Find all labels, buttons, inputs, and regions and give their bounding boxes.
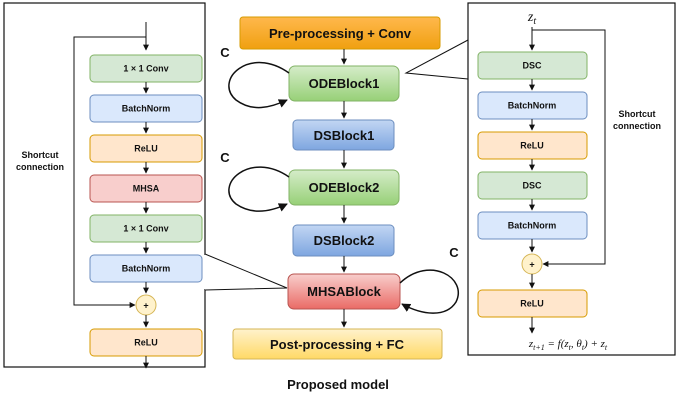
left-relu-final-label: ReLU bbox=[134, 338, 158, 348]
left-mhsa-label: MHSA bbox=[133, 184, 160, 194]
dsblock2-label: DSBlock2 bbox=[314, 233, 375, 248]
odeblock1-loop-label: C bbox=[220, 45, 230, 60]
odeblock1-loop-arrow bbox=[228, 61, 290, 109]
odeblock2-loop-arrow bbox=[228, 166, 290, 212]
post-processing-block bbox=[232, 328, 443, 360]
odeblock2-label: ODEBlock2 bbox=[309, 180, 380, 195]
odeblock2-loop-label: C bbox=[220, 150, 230, 165]
right-shortcut-label-line2: connection bbox=[613, 121, 661, 131]
right-batchnorm2-label: BatchNorm bbox=[508, 221, 557, 231]
mhsablock-loop-label: C bbox=[449, 245, 459, 260]
right-input-zt: zt bbox=[527, 10, 536, 27]
odeblock1-label: ODEBlock1 bbox=[309, 76, 380, 91]
right-callout-wedge bbox=[404, 39, 469, 80]
right-update-equation: zt+1 = f(zt, θt) + zt bbox=[528, 338, 608, 352]
post-processing-label: Post-processing + FC bbox=[270, 337, 405, 352]
center-pipeline: Pre-processing + Conv ODEBlock1 DSBlock1… bbox=[220, 16, 459, 360]
right-relu-final-label: ReLU bbox=[520, 299, 544, 309]
right-dsc1-label: DSC bbox=[522, 61, 542, 71]
left-batchnorm2-label: BatchNorm bbox=[122, 264, 171, 274]
left-relu1-label: ReLU bbox=[134, 144, 158, 154]
left-conv2-label: 1 × 1 Conv bbox=[123, 224, 168, 234]
left-shortcut-label-line2: connection bbox=[16, 162, 64, 172]
left-callout-wedge bbox=[204, 253, 288, 291]
figure-caption: Proposed model bbox=[287, 377, 389, 392]
right-relu1-label: ReLU bbox=[520, 141, 544, 151]
right-batchnorm1-label: BatchNorm bbox=[508, 101, 557, 111]
left-batchnorm1-label: BatchNorm bbox=[122, 104, 171, 114]
mhsablock-loop-arrow bbox=[399, 269, 459, 314]
right-panel: zt DSC BatchNorm ReLU DSC BatchNorm + Re… bbox=[467, 2, 676, 356]
left-sum-label: + bbox=[143, 301, 148, 311]
left-shortcut-label-line1: Shortcut bbox=[22, 150, 59, 160]
right-shortcut-label-line1: Shortcut bbox=[619, 109, 656, 119]
pre-processing-block bbox=[239, 16, 441, 50]
pre-processing-label: Pre-processing + Conv bbox=[269, 26, 412, 41]
left-panel: 1 × 1 Conv BatchNorm ReLU MHSA 1 × 1 Con… bbox=[3, 2, 206, 369]
right-sum-label: + bbox=[529, 260, 534, 270]
dsblock1-label: DSBlock1 bbox=[314, 128, 375, 143]
right-dsc2-label: DSC bbox=[522, 181, 542, 191]
left-conv1-label: 1 × 1 Conv bbox=[123, 64, 168, 74]
mhsablock-label: MHSABlock bbox=[307, 284, 381, 299]
